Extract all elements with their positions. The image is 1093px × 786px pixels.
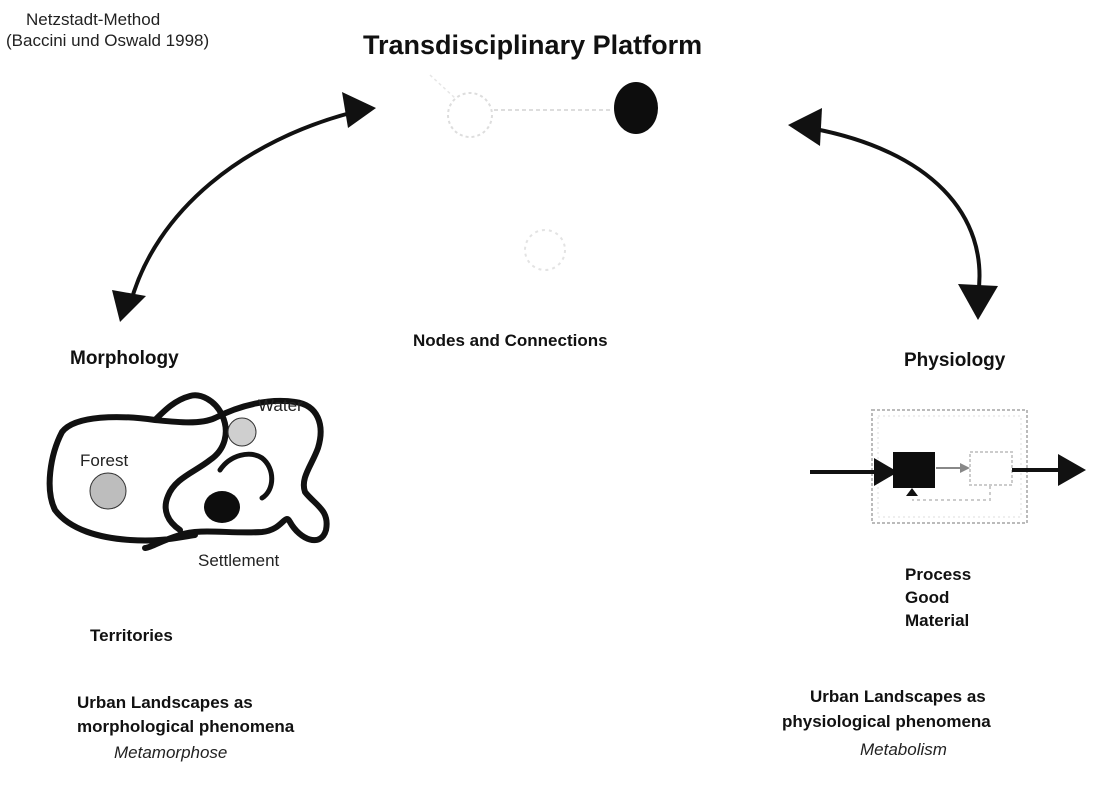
output-arrowhead [1058, 454, 1086, 486]
arrowhead-platform-left [342, 92, 376, 128]
territories-label: Territories [90, 626, 173, 645]
metamorphose-label: Metamorphose [114, 743, 228, 762]
internal-arrowhead [960, 463, 970, 473]
process-diagram [810, 409, 1086, 524]
morphology-heading: Morphology [70, 348, 179, 369]
forest-label: Forest [80, 451, 129, 470]
inner-boundary [217, 451, 275, 501]
water-area [227, 417, 257, 447]
metabolism-label: Metabolism [860, 740, 947, 759]
forest-area [89, 472, 127, 510]
input-arrowhead [874, 458, 898, 486]
settlement-label: Settlement [198, 551, 280, 570]
platform-connection-faint [429, 74, 456, 99]
arrowhead-morphology [112, 290, 146, 322]
system-boundary [871, 409, 1028, 524]
settlement-area [204, 491, 240, 523]
physiology-link-arrow [809, 126, 982, 297]
platform-caption: Nodes and Connections [413, 331, 608, 350]
water-label: Water [258, 396, 303, 415]
morphology-description-line1: Urban Landscapes as [77, 693, 253, 712]
physiology-heading: Physiology [904, 350, 1006, 371]
morphology-description-line2: morphological phenomena [77, 717, 295, 736]
physiology-description-line2: physiological phenomena [782, 712, 991, 731]
good-label: Good [905, 588, 950, 607]
platform-node-dark [614, 82, 658, 134]
arrowhead-physiology [958, 284, 998, 320]
morphology-link-arrow [128, 110, 355, 306]
platform-node-faint-bottom [524, 229, 566, 271]
method-name: Netzstadt-Method [26, 10, 161, 29]
territory-map [46, 392, 330, 551]
system-boundary-inner [877, 415, 1022, 518]
platform-node-faint-left [447, 92, 493, 138]
process-stock-marker [906, 488, 918, 496]
process-label: Process [905, 565, 972, 584]
good-box [969, 451, 1013, 486]
material-label: Material [905, 611, 970, 630]
arrowhead-platform-right [788, 108, 822, 146]
physiology-description-line1: Urban Landscapes as [810, 687, 986, 706]
territory-boundary [46, 392, 330, 551]
method-citation: (Baccini und Oswald 1998) [6, 31, 210, 50]
platform-title: Transdisciplinary Platform [363, 30, 703, 60]
platform-network [429, 74, 658, 271]
feedback-flow [912, 486, 991, 501]
process-box [893, 452, 935, 488]
